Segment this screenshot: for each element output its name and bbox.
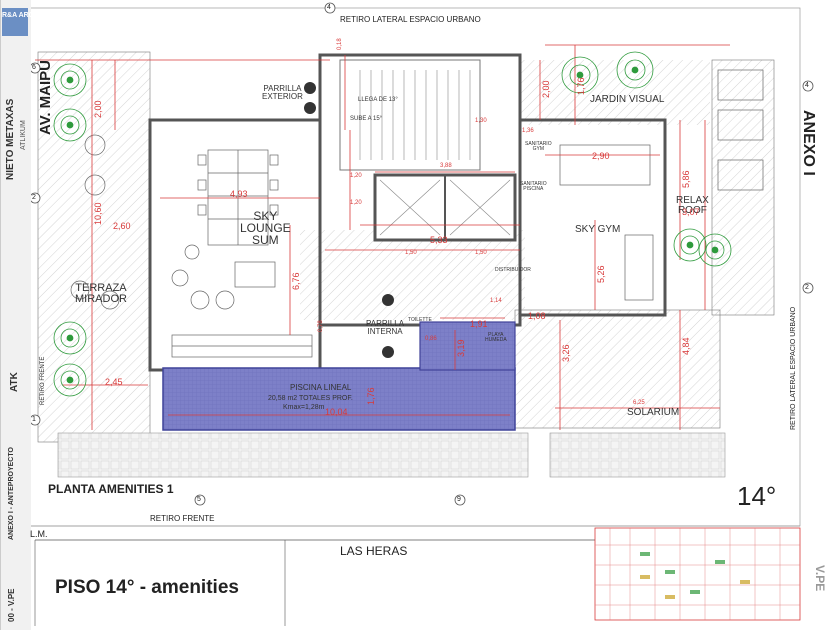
room-playa-humeda: PLAYA HUMEDA bbox=[485, 332, 507, 343]
plan-title: PLANTA AMENITIES 1 bbox=[48, 482, 174, 496]
axis-label: 4 bbox=[805, 82, 809, 89]
dim-label: 6,76 bbox=[291, 272, 301, 290]
dim-label: 4,84 bbox=[681, 337, 691, 355]
dim-label: 0,86 bbox=[425, 336, 437, 342]
firm-name: NIETO METAXAS bbox=[5, 98, 16, 180]
axis-label: 6 bbox=[32, 64, 36, 71]
axis-label: 1 bbox=[32, 416, 36, 423]
dim-label: 1,50 bbox=[475, 250, 487, 256]
dim-label: 1,50 bbox=[405, 250, 417, 256]
street-av-maipu: AV. MAIPU bbox=[37, 59, 54, 135]
room-piscina: PISCINA LINEAL bbox=[290, 383, 352, 392]
corner-label: V.PE bbox=[813, 565, 827, 592]
dim-label: 1,36 bbox=[522, 128, 534, 134]
dimension-lines bbox=[35, 44, 730, 430]
room-toilette: TOILETTE bbox=[408, 317, 432, 323]
stair-sube: SUBE A 15° bbox=[350, 116, 383, 122]
sheet-code: 00 - V.PE bbox=[7, 588, 16, 622]
dim-label: 2,60 bbox=[113, 221, 131, 231]
dim-label: 10,60 bbox=[93, 202, 103, 225]
room-parrilla-exterior: PARRILLA EXTERIOR bbox=[262, 84, 303, 101]
floor-number: 14° bbox=[737, 481, 777, 511]
dim-label: 1,76 bbox=[366, 387, 376, 405]
street-las-heras: LAS HERAS bbox=[340, 544, 408, 558]
dim-label: 1,20 bbox=[350, 173, 362, 179]
axis-markers bbox=[29, 2, 814, 506]
dim-label: 6,25 bbox=[633, 400, 645, 406]
axis-label: 2 bbox=[32, 194, 36, 201]
dim-label: 0,18 bbox=[337, 38, 343, 50]
dim-label: 1,08 bbox=[528, 311, 546, 321]
trees bbox=[53, 51, 732, 397]
room-parrilla-interna: PARRILLA INTERNA bbox=[366, 319, 405, 336]
firm-sub: ATLIKUM bbox=[20, 120, 27, 150]
dim-label: 0,78 bbox=[318, 320, 324, 332]
dim-label: 3,07 bbox=[682, 207, 700, 217]
page-title: PISO 14° - amenities bbox=[55, 577, 239, 598]
dim-label: 1,30 bbox=[475, 118, 487, 124]
dim-label: 1,20 bbox=[350, 200, 362, 206]
dim-label: 3,19 bbox=[456, 339, 466, 357]
dim-label: 1,14 bbox=[490, 298, 502, 304]
terrace-east bbox=[711, 59, 775, 316]
grill-units bbox=[304, 82, 394, 358]
room-sky-lounge: SKY LOUNGE SUM bbox=[240, 209, 291, 247]
lounge-furniture bbox=[70, 69, 764, 358]
room-relax-roof: RELAX ROOF bbox=[676, 195, 709, 216]
schedule-table bbox=[594, 527, 801, 621]
room-jardin-visual: JARDIN VISUAL bbox=[590, 94, 665, 105]
axis-label: 2 bbox=[805, 284, 809, 291]
dim-label: 5,33 bbox=[430, 235, 448, 245]
setback-left: RETIRO FRENTE bbox=[40, 356, 46, 405]
axis-label: 5 bbox=[197, 496, 201, 503]
dim-label: 1,91 bbox=[470, 319, 488, 329]
solarium-deck bbox=[514, 309, 721, 429]
room-sky-gym: SKY GYM bbox=[575, 224, 621, 235]
dim-label: 5,86 bbox=[681, 170, 691, 188]
room-terraza-mirador: TERRAZA MIRADOR bbox=[75, 282, 127, 305]
setback-bottom: RETIRO FRENTE bbox=[150, 514, 215, 523]
firm-logo: R&A ARQ bbox=[2, 8, 34, 36]
planter-strip bbox=[57, 432, 529, 478]
annex-label: ANEXO I bbox=[800, 110, 817, 176]
gym-walls bbox=[518, 118, 667, 317]
dim-label: 2,00 bbox=[541, 80, 551, 98]
room-sanitario-gym: SANITARIO GYM bbox=[525, 141, 552, 152]
lm-label: L.M. bbox=[30, 529, 48, 539]
room-solarium: SOLARIUM bbox=[627, 407, 680, 418]
dim-label: 2,45 bbox=[105, 377, 123, 387]
setback-top: RETIRO LATERAL ESPACIO URBANO bbox=[340, 15, 481, 24]
lineal-pool bbox=[162, 367, 516, 431]
piscina-detail-2: Kmax=1,28m bbox=[283, 404, 325, 411]
dim-label: 2,00 bbox=[93, 100, 103, 118]
atk-label: ATK bbox=[9, 372, 20, 392]
dim-label: 4,93 bbox=[230, 189, 248, 199]
room-sanitario-piscina: SANITARIO PISCINA bbox=[520, 181, 547, 192]
setback-right: RETIRO LATERAL ESPACIO URBANO bbox=[790, 306, 797, 430]
stair-core bbox=[339, 59, 481, 171]
axis-label: 4 bbox=[327, 4, 331, 11]
dim-label: 3,88 bbox=[440, 163, 452, 169]
piscina-detail-1: 20,58 m2 TOTALES PROF. bbox=[268, 395, 353, 402]
project-label: ANEXO I - ANTEPROYECTO bbox=[8, 447, 15, 540]
dim-label: 3,26 bbox=[561, 344, 571, 362]
dim-label: 2,90 bbox=[592, 151, 610, 161]
dim-label: 1,76 bbox=[576, 77, 586, 95]
room-distribuidor: DISTRIBUIDOR bbox=[495, 267, 531, 273]
title-strip bbox=[0, 0, 31, 630]
wet-beach bbox=[419, 321, 516, 371]
dim-label: 5,26 bbox=[596, 265, 606, 283]
axis-label: 9 bbox=[457, 496, 461, 503]
stair-llega: LLEGA DE 13° bbox=[358, 97, 398, 103]
terrace-west bbox=[37, 51, 151, 443]
dim-label: 10,04 bbox=[325, 407, 348, 417]
